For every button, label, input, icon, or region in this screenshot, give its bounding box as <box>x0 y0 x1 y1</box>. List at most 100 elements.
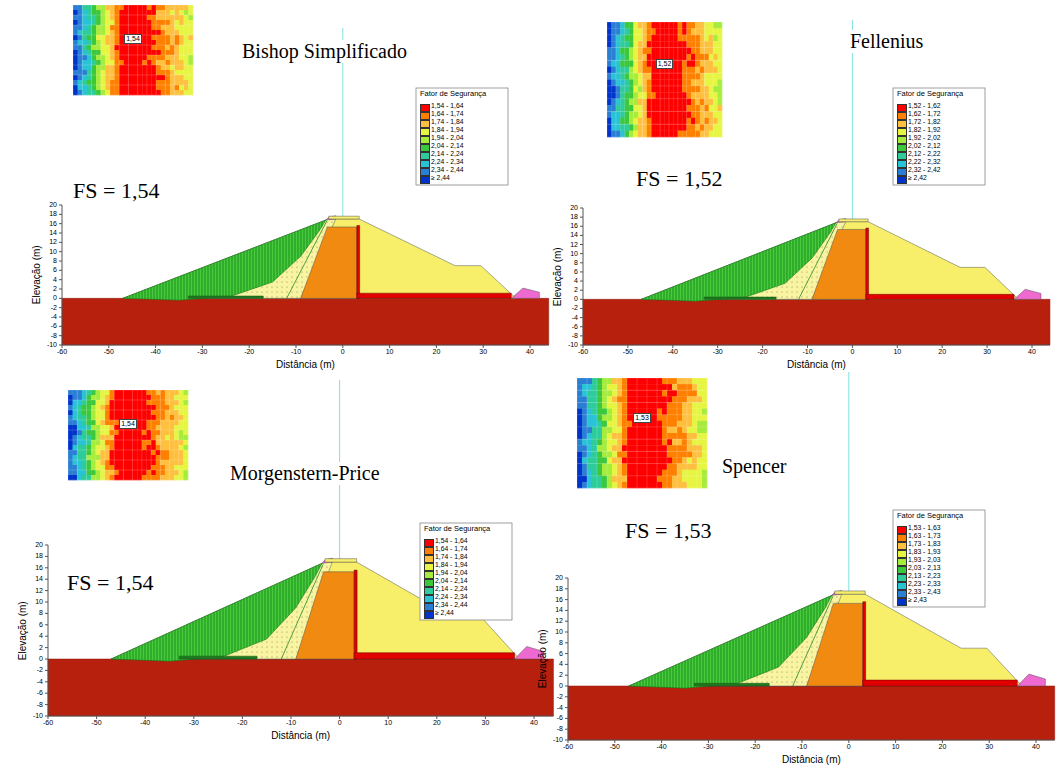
contour-cell <box>161 65 166 70</box>
contour-cell <box>667 427 672 433</box>
contour-cell <box>115 10 120 15</box>
contour-cell <box>582 396 587 402</box>
contour-cell <box>124 50 129 55</box>
contour-cell <box>709 73 714 80</box>
grid-line <box>141 390 142 480</box>
contour-cell <box>133 45 138 50</box>
contour-cell <box>713 41 718 48</box>
contour-cell <box>602 439 607 445</box>
contour-cell <box>577 390 582 396</box>
contour-cell <box>138 5 143 10</box>
contour-cell <box>647 470 652 476</box>
contour-cell <box>587 439 592 445</box>
x-tick <box>483 345 484 348</box>
contour-cell <box>625 118 630 125</box>
contour-cell <box>115 55 120 60</box>
contour-cell <box>687 124 692 131</box>
contour-cell <box>156 430 161 435</box>
contour-cell <box>119 70 124 75</box>
contour-cell <box>622 439 627 445</box>
contour-cell <box>165 390 170 395</box>
contour-cell <box>78 80 83 85</box>
contour-cell <box>128 65 133 70</box>
contour-cell <box>183 415 188 420</box>
contour-cell <box>616 92 621 99</box>
contour-cell <box>660 124 665 131</box>
contour-cell <box>607 99 612 106</box>
contour-cell <box>638 131 643 138</box>
contour-cell <box>96 65 101 70</box>
contour-cell <box>616 54 621 61</box>
contour-cell <box>622 409 627 415</box>
contour-cell <box>179 60 184 65</box>
contour-cell <box>133 10 138 15</box>
contour-cell <box>592 439 597 445</box>
contour-cell <box>620 111 625 118</box>
contour-cell <box>607 60 612 67</box>
contour-cell <box>629 41 634 48</box>
contour-cell <box>105 410 110 415</box>
contour-cell <box>634 118 639 125</box>
contour-cell <box>611 131 616 138</box>
contour-cell <box>142 25 147 30</box>
contour-cell <box>82 50 87 55</box>
contour-cell <box>667 464 672 470</box>
contour-cell <box>616 80 621 87</box>
contour-cell <box>82 60 87 65</box>
contour-cell <box>602 427 607 433</box>
contour-cell <box>637 457 642 463</box>
contour-cell <box>151 430 156 435</box>
contour-cell <box>652 409 657 415</box>
contour-cell <box>142 470 147 475</box>
contour-cell <box>597 396 602 402</box>
contour-cell <box>96 410 101 415</box>
contour-cell <box>73 75 78 80</box>
contour-cell <box>183 475 188 480</box>
y-tick <box>45 590 48 591</box>
contour-cell <box>582 402 587 408</box>
contour-cell <box>709 105 714 112</box>
contour-cell <box>82 40 87 45</box>
contour-cell <box>667 378 672 384</box>
contour-cell <box>577 439 582 445</box>
contour-cell <box>660 35 665 42</box>
contour-cell <box>704 86 709 93</box>
contour-cell <box>179 470 184 475</box>
contour-cell <box>179 405 184 410</box>
contour-cell <box>657 396 662 402</box>
contour-cell <box>96 405 101 410</box>
contour-cell <box>124 15 129 20</box>
contour-cell <box>179 15 184 20</box>
contour-cell <box>652 457 657 463</box>
contour-cell <box>87 75 92 80</box>
contour-cell <box>96 450 101 455</box>
contour-cell <box>161 40 166 45</box>
contour-cell <box>115 65 120 70</box>
contour-cell <box>642 60 647 67</box>
contour-cell <box>151 445 156 450</box>
contour-cell <box>660 105 665 112</box>
contour-cell <box>160 460 165 465</box>
contour-cell <box>110 10 115 15</box>
contour-cell <box>188 80 193 85</box>
contour-cell <box>82 55 87 60</box>
contour-cell <box>651 48 656 55</box>
contour-cell <box>151 395 156 400</box>
zone-boundary <box>287 221 327 298</box>
contour-cell <box>713 99 718 106</box>
contour-cell <box>114 470 119 475</box>
contour-cell <box>161 50 166 55</box>
contour-cell <box>700 73 705 80</box>
contour-cell <box>647 451 652 457</box>
contour-cell <box>642 384 647 390</box>
contour-cell <box>652 402 657 408</box>
contour-cell <box>678 60 683 67</box>
contour-cell <box>616 131 621 138</box>
contour-cell <box>170 80 175 85</box>
contour-cell <box>713 35 718 42</box>
contour-cell <box>620 28 625 35</box>
contour-cell <box>160 415 165 420</box>
contour-cell <box>607 48 612 55</box>
contour-cell <box>607 118 612 125</box>
contour-cell <box>165 75 170 80</box>
